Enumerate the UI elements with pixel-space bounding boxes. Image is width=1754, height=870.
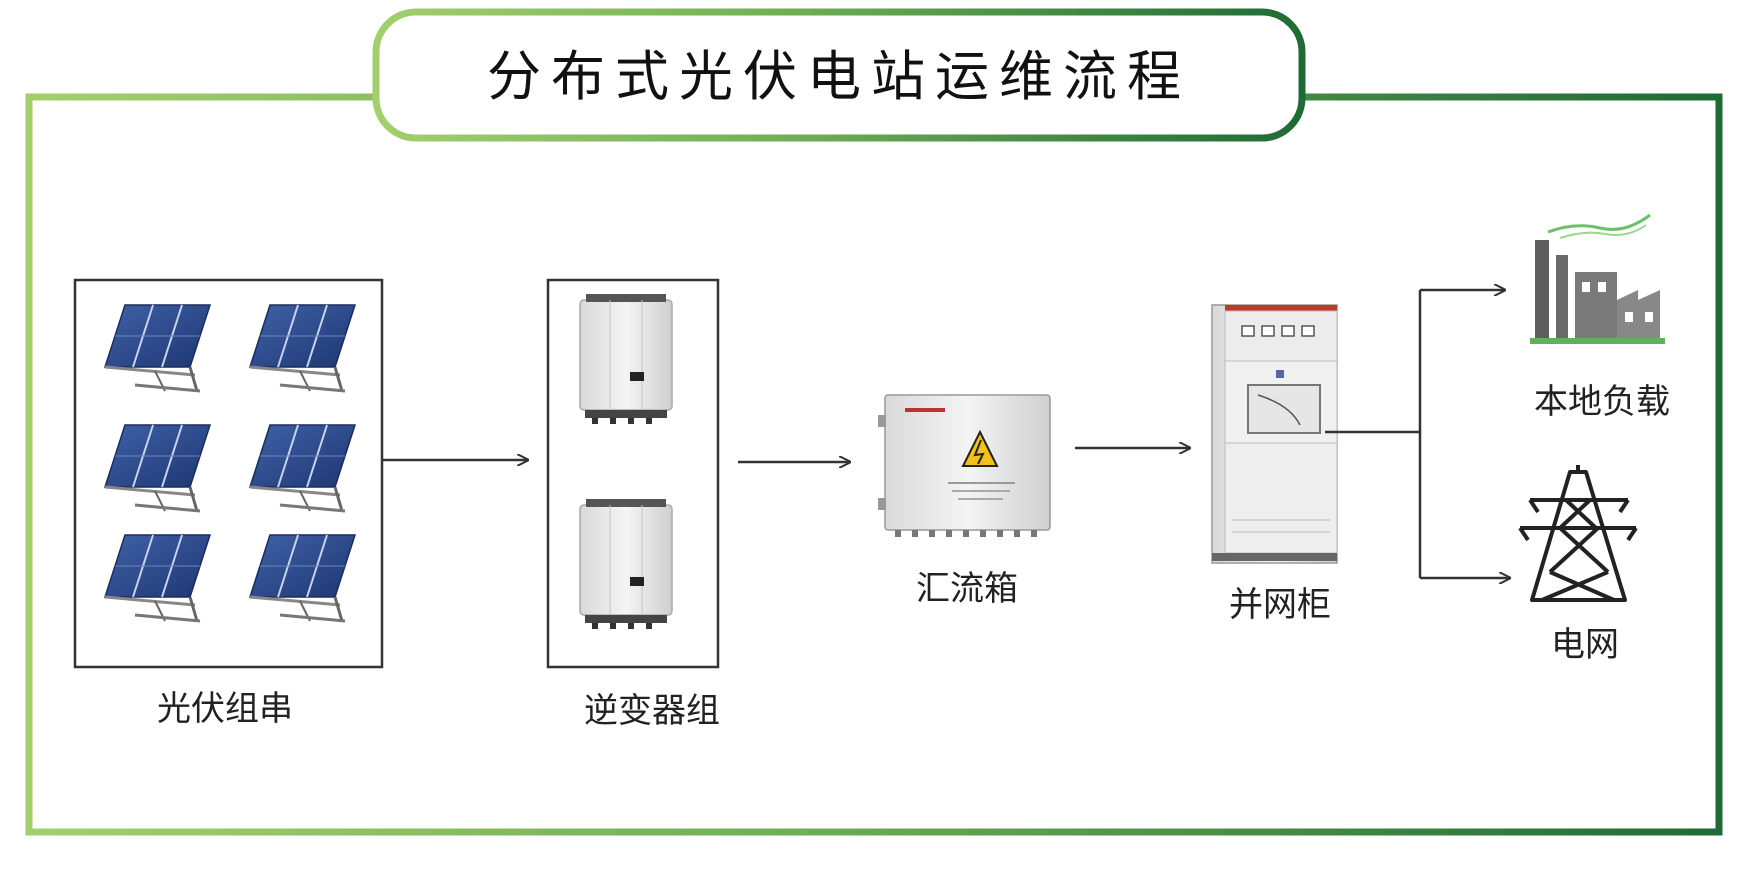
grid-cabinet-icon [1211, 304, 1338, 564]
pv-strings-node [73, 278, 384, 669]
label-inverters: 逆变器组 [584, 691, 720, 731]
inverters-node [546, 278, 720, 669]
label-power-grid: 电网 [1551, 625, 1619, 665]
title-tab [372, 8, 1306, 142]
label-pv-strings: 光伏组串 [157, 689, 293, 729]
label-local-load: 本地负载 [1534, 382, 1670, 422]
combiner-box-icon [878, 394, 1051, 537]
transmission-tower-icon [1518, 465, 1638, 602]
label-grid-cabinet: 并网柜 [1229, 585, 1331, 625]
page-title: 分布式光伏电站运维流程 [487, 45, 1191, 108]
factory-icon [1530, 213, 1665, 344]
label-combiner-box: 汇流箱 [916, 569, 1018, 609]
